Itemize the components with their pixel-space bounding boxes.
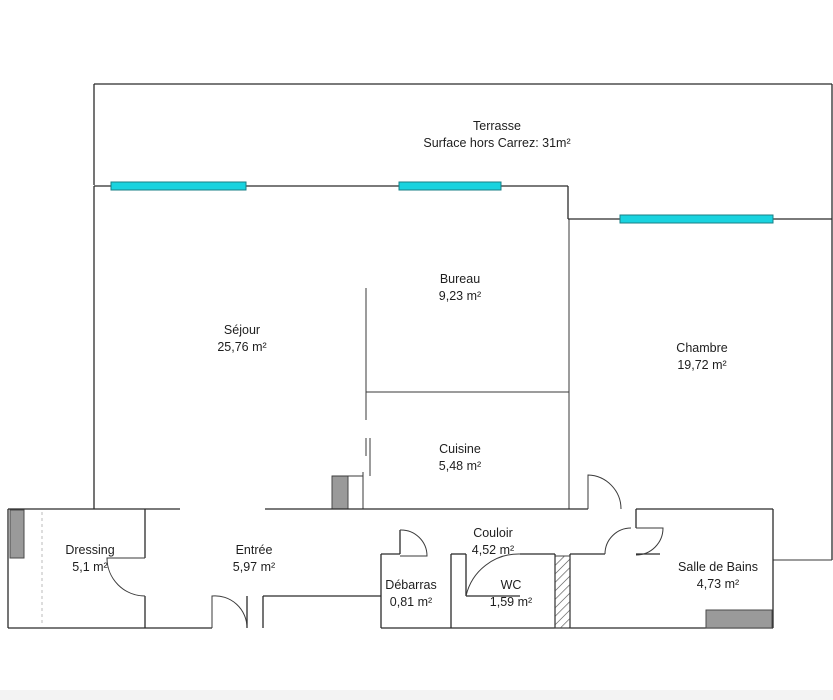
cuisine-area: 5,48 m²	[438, 459, 482, 473]
label-couloir: Couloir 4,52 m²	[472, 525, 514, 559]
sdb-area: 4,73 m²	[696, 577, 740, 591]
dressing-area: 5,1 m²	[72, 560, 108, 574]
debarras-area: 0,81 m²	[389, 595, 433, 609]
couloir-area: 4,52 m²	[471, 543, 515, 557]
label-debarras: Débarras 0,81 m²	[385, 577, 436, 611]
label-sejour: Séjour 25,76 m²	[217, 322, 266, 356]
window-chambre	[619, 214, 774, 224]
door-swings	[106, 474, 664, 629]
dressing-fixture	[9, 509, 25, 559]
label-bureau: Bureau 9,23 m²	[439, 271, 481, 305]
label-dressing: Dressing 5,1 m²	[65, 542, 114, 576]
bureau-area: 9,23 m²	[438, 289, 482, 303]
terrasse-outline	[93, 83, 833, 560]
dressing-name: Dressing	[65, 543, 115, 557]
chambre-area: 19,72 m²	[677, 358, 727, 372]
chambre-name: Chambre	[676, 341, 728, 355]
terrasse-area: Surface hors Carrez: 31m²	[423, 136, 571, 150]
cuisine-name: Cuisine	[439, 442, 481, 456]
debarras-name: Débarras	[385, 578, 437, 592]
sejour-name: Séjour	[223, 323, 261, 337]
label-wc: WC 1,59 m²	[490, 577, 532, 611]
kitchen-fixture	[331, 475, 349, 510]
facade-wall	[94, 185, 832, 220]
entree-name: Entrée	[235, 543, 273, 557]
wc-area: 1,59 m²	[489, 595, 533, 609]
couloir-name: Couloir	[473, 526, 513, 540]
label-cuisine: Cuisine 5,48 m²	[439, 441, 481, 475]
bath-fixture	[705, 609, 773, 629]
interior-partitions	[362, 219, 570, 509]
entree-area: 5,97 m²	[232, 560, 276, 574]
bottom-band	[0, 690, 833, 700]
window-bureau	[398, 181, 502, 191]
wc-name: WC	[500, 578, 522, 592]
label-chambre: Chambre 19,72 m²	[676, 340, 727, 374]
sdb-name: Salle de Bains	[678, 560, 758, 574]
label-entree: Entrée 5,97 m²	[233, 542, 275, 576]
label-sdb: Salle de Bains 4,73 m²	[678, 559, 758, 593]
terrasse-name: Terrasse	[473, 119, 521, 133]
bureau-name: Bureau	[439, 272, 481, 286]
window-sejour	[110, 181, 247, 191]
duct-hatch	[554, 555, 571, 629]
label-terrasse: Terrasse Surface hors Carrez: 31m²	[423, 118, 570, 152]
sejour-area: 25,76 m²	[217, 340, 267, 354]
